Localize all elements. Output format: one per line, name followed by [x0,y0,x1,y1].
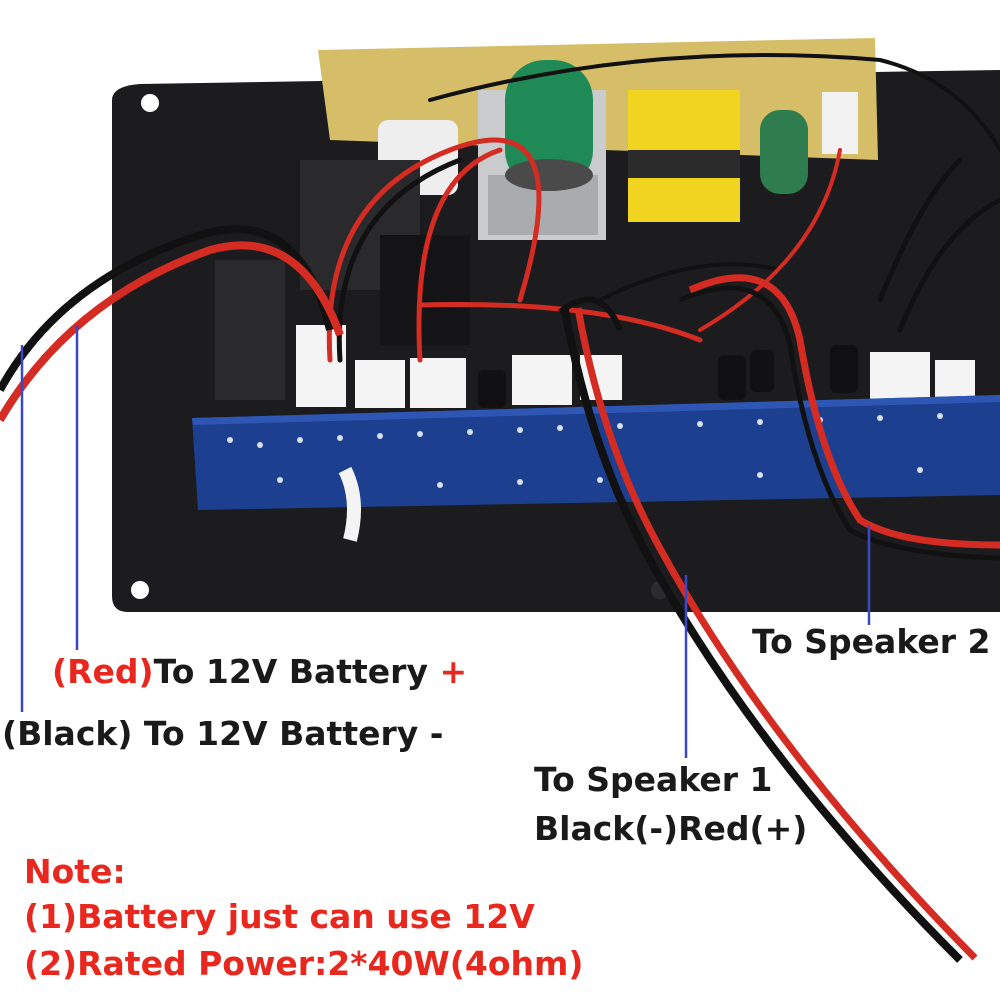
capacitor [750,350,774,392]
label-red-prefix: (Red) [52,652,154,691]
connector [935,360,975,400]
note-item: (2)Rated Power:2*40W(4ohm) [24,944,584,983]
label-battery-negative: (Black) To 12V Battery - [2,714,444,753]
speaker2-cable-red [688,274,1000,549]
label-plus-sign: + [439,652,468,691]
label-battery-positive-text: To 12V Battery [153,652,440,691]
connector [512,355,572,405]
capacitor-top [505,159,593,191]
capacitor [830,345,858,393]
amplifier-pcb [192,395,1000,510]
capacitor-small [760,110,808,194]
solder-points [227,413,943,488]
mount-hole-icon [131,581,149,599]
battery-cable-red [0,241,344,423]
connector [355,360,405,408]
capacitor [718,355,746,400]
transformer-core [628,150,740,178]
label-speaker2: To Speaker 2 [752,622,991,661]
speaker2-cable-black [679,285,1000,561]
mount-hole-icon [141,94,159,112]
speaker1-cable-loop [558,296,623,332]
component-block [215,260,285,400]
pointer-lines [20,325,871,758]
label-speaker1: To Speaker 1 [534,760,773,799]
speaker1-cable-black [561,309,963,963]
label-battery-positive: (Red)To 12V Battery + [52,655,467,688]
connector [870,352,930,402]
note-item: (1)Battery just can use 12V [24,897,535,936]
pcb-edge [192,395,1000,425]
capacitor [478,370,506,408]
connector [410,358,466,408]
internal-wires [326,53,1000,363]
label-speaker1-polarity: Black(-)Red(+) [534,809,808,848]
speaker1-cable-red [574,307,978,961]
connector [822,92,858,154]
wire-tie [338,466,361,542]
note-title: Note: [24,852,126,891]
battery-cable-black [0,225,334,392]
